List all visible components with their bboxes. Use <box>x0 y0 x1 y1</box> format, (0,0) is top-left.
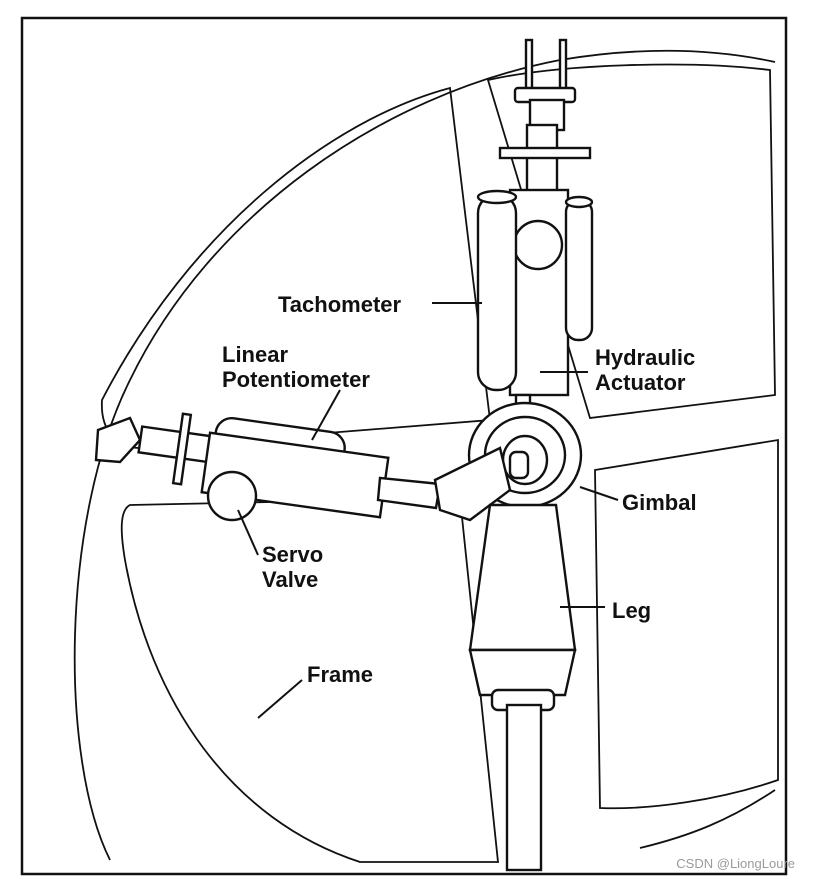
label-leg: Leg <box>612 598 651 623</box>
leader-lines <box>237 302 619 719</box>
label-hydraulic: Hydraulic <box>595 345 695 370</box>
frame-sector-lower-right <box>594 438 779 810</box>
label-potentiometer: Potentiometer <box>222 367 370 392</box>
leader-servo-valve <box>237 509 259 556</box>
label-frame: Frame <box>307 662 373 687</box>
leader-linear-potentiometer <box>311 389 341 441</box>
frame-outer-ring-right <box>639 789 776 849</box>
frame-sector-upper-left <box>101 86 492 449</box>
potentiometer-assembly <box>94 412 512 522</box>
top-mount <box>513 38 577 132</box>
leg <box>468 503 577 872</box>
label-servo: Servo <box>262 542 323 567</box>
leader-gimbal <box>579 486 619 501</box>
tachometer-cylinders <box>476 189 594 392</box>
border-frame <box>20 16 788 876</box>
label-actuator: Actuator <box>595 370 686 395</box>
label-linear: Linear <box>222 342 288 367</box>
label-tachometer: Tachometer <box>278 292 402 317</box>
frame-outer-ring <box>73 49 776 861</box>
leader-frame <box>257 679 303 719</box>
frame-sector-lower-left <box>120 497 499 863</box>
watermark: CSDN @LiongLoure <box>676 856 795 871</box>
label-valve: Valve <box>262 567 318 592</box>
label-gimbal: Gimbal <box>622 490 697 515</box>
